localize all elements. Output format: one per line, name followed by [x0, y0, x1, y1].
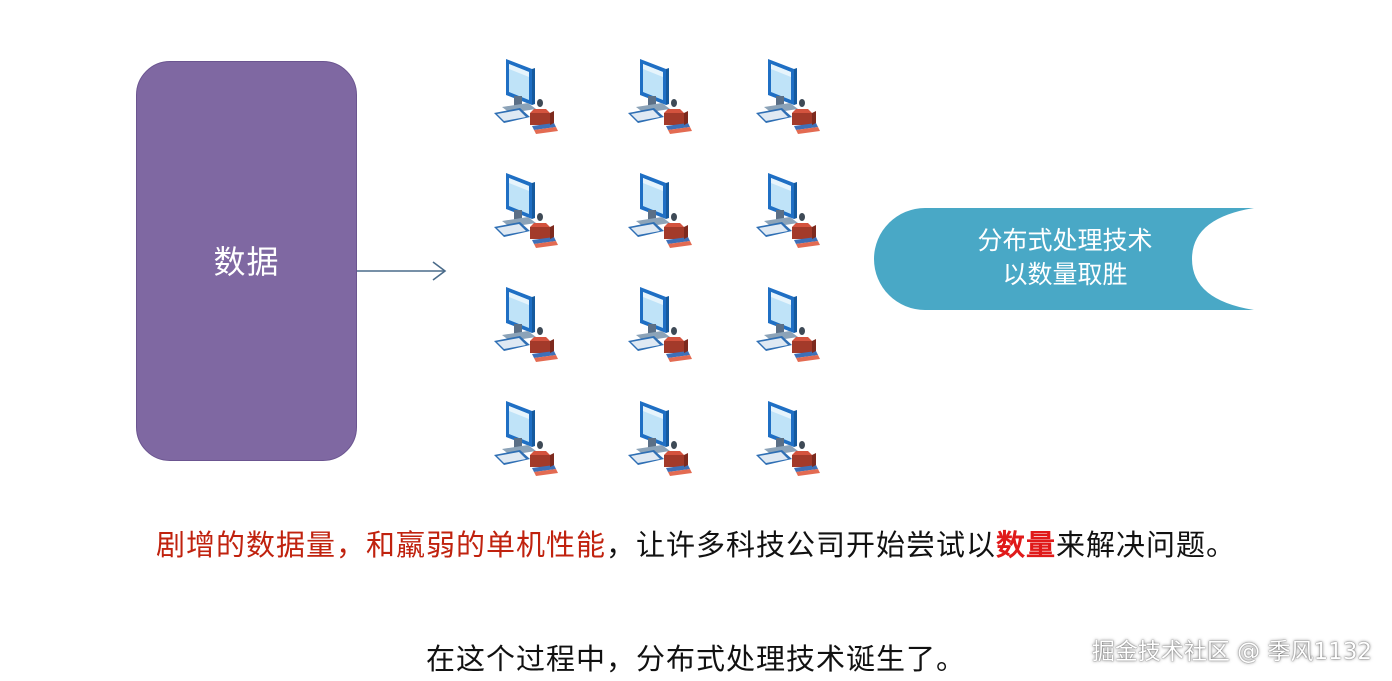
- computer-workstation-icon: [614, 55, 698, 139]
- distributed-pill: [874, 208, 1254, 310]
- caption-highlight: 剧增的数据量，和羸弱的单机性能: [155, 528, 606, 562]
- watermark: 掘金技术社区 @ 季风1132: [1091, 639, 1372, 665]
- pill-line-2: 以数量取胜: [1002, 260, 1128, 289]
- computer-workstation-icon: [742, 283, 826, 367]
- caption-main: 剧增的数据量，和羸弱的单机性能，让许多科技公司开始尝试以数量来解决问题。: [0, 522, 1392, 564]
- computer-workstation-icon: [480, 55, 564, 139]
- computer-workstation-icon: [614, 169, 698, 253]
- computer-workstation-icon: [614, 397, 698, 481]
- computer-workstation-icon: [742, 169, 826, 253]
- computer-workstation-icon: [742, 55, 826, 139]
- pill-line-1: 分布式处理技术: [977, 226, 1153, 255]
- computer-workstation-icon: [480, 169, 564, 253]
- caption-text: ，让许多科技公司开始尝试以: [605, 528, 996, 562]
- caption-end: 来解决问题。: [1056, 528, 1237, 562]
- computer-grid: [470, 55, 830, 485]
- data-label: 数据: [213, 243, 280, 281]
- data-block: 数据: [136, 61, 357, 461]
- computer-workstation-icon: [614, 283, 698, 367]
- computer-workstation-icon: [480, 283, 564, 367]
- caption-emphasis: 数量: [996, 528, 1057, 562]
- computer-workstation-icon: [742, 397, 826, 481]
- computer-workstation-icon: [480, 397, 564, 481]
- caption-secondary: 在这个过程中，分布式处理技术诞生了。: [425, 642, 966, 676]
- pill-text: 分布式处理技术 以数量取胜: [955, 224, 1175, 292]
- flow-arrow: [357, 261, 447, 281]
